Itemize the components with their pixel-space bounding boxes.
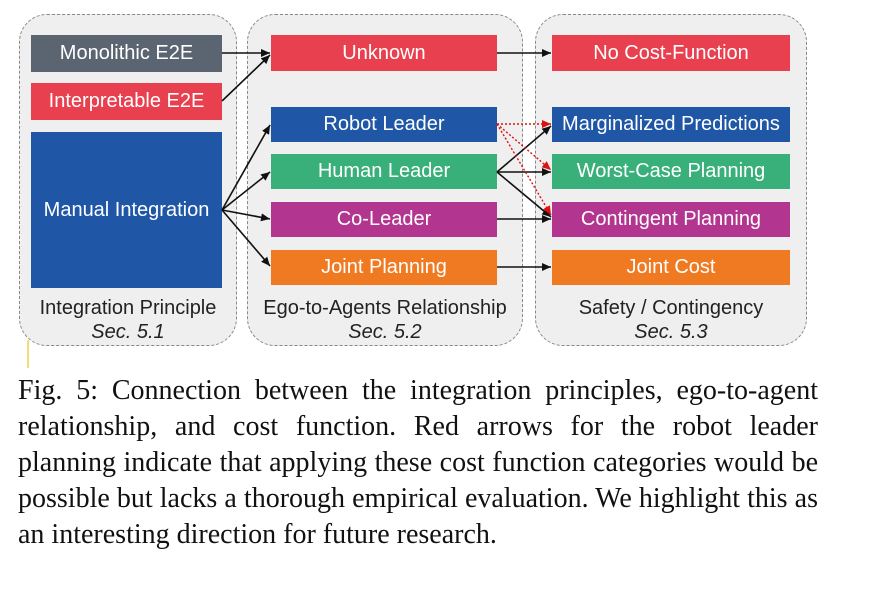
column-label-ego-to-agents: Ego-to-Agents Relationship Sec. 5.2 [247, 296, 523, 344]
section-ref: Sec. 5.3 [634, 321, 708, 343]
column-label-safety: Safety / Contingency Sec. 5.3 [535, 296, 807, 344]
section-ref: Sec. 5.2 [348, 321, 422, 343]
column-label-integration: Integration Principle Sec. 5.1 [19, 296, 237, 344]
box-marginalized-predictions: Marginalized Predictions [552, 107, 790, 142]
section-ref: Sec. 5.1 [91, 321, 165, 343]
box-joint-planning: Joint Planning [271, 250, 497, 285]
box-robot-leader: Robot Leader [271, 107, 497, 142]
box-joint-cost: Joint Cost [552, 250, 790, 285]
box-worst-case-planning: Worst-Case Planning [552, 154, 790, 189]
margin-mark [27, 340, 29, 368]
box-manual-integration: Manual Integration [31, 132, 222, 288]
box-contingent-planning: Contingent Planning [552, 202, 790, 237]
diagram: Monolithic E2E Interpretable E2E Manual … [19, 14, 807, 346]
box-co-leader: Co-Leader [271, 202, 497, 237]
figure-caption: Fig. 5: Connection between the integrati… [18, 375, 818, 550]
box-human-leader: Human Leader [271, 154, 497, 189]
column-title: Integration Principle [39, 297, 217, 319]
box-monolithic-e2e: Monolithic E2E [31, 35, 222, 72]
box-interpretable-e2e: Interpretable E2E [31, 83, 222, 120]
box-unknown: Unknown [271, 35, 497, 71]
column-title: Ego-to-Agents Relationship [263, 297, 507, 319]
column-title: Safety / Contingency [578, 297, 764, 319]
box-no-cost-function: No Cost-Function [552, 35, 790, 71]
